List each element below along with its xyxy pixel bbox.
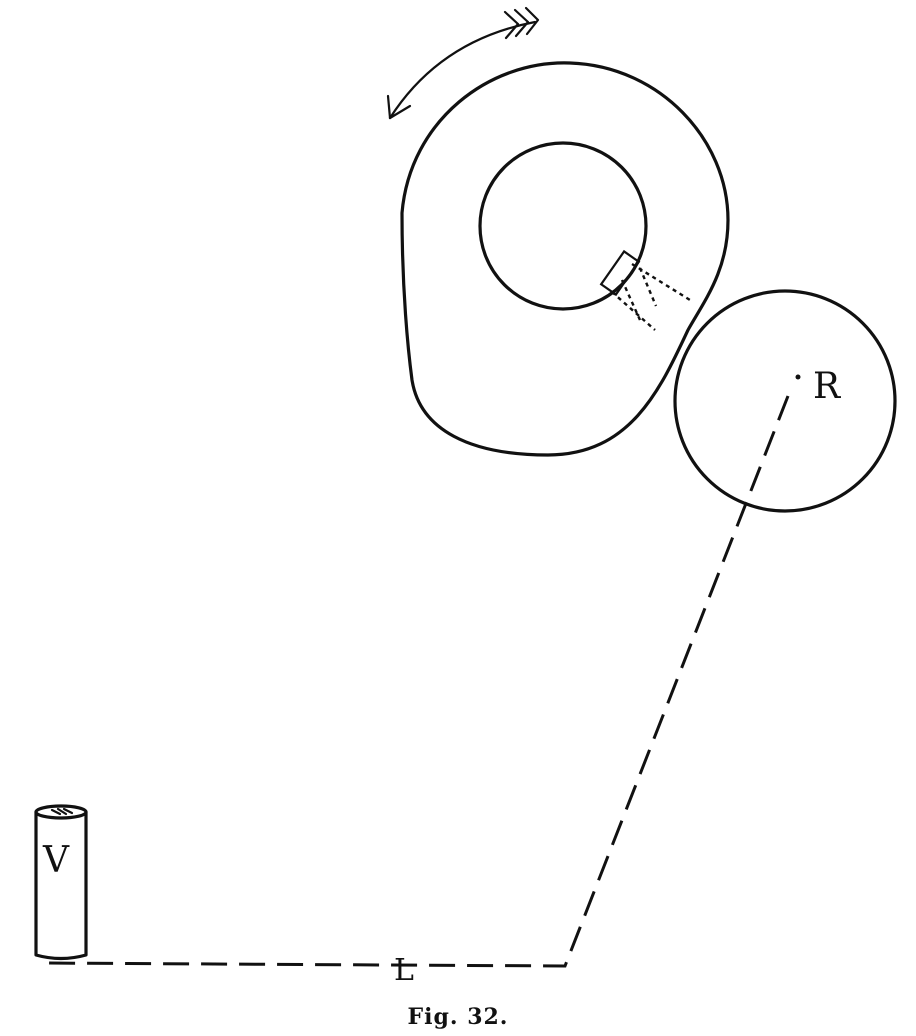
roller-label: R (813, 366, 841, 407)
cam-shaft-circle (478, 141, 648, 311)
figure-caption: Fig. 32. (408, 1004, 509, 1030)
cam-outline (400, 61, 730, 457)
roller-center-dot (795, 374, 801, 380)
lever-label: L (394, 953, 414, 988)
rotation-arrow (386, 6, 540, 120)
vessel-cylinder (34, 804, 88, 961)
roller-circle (673, 289, 897, 513)
lever-path (39, 395, 790, 968)
shaft-key (599, 249, 641, 297)
vessel-label: V (42, 840, 70, 881)
key-dotted-lines (611, 262, 691, 331)
